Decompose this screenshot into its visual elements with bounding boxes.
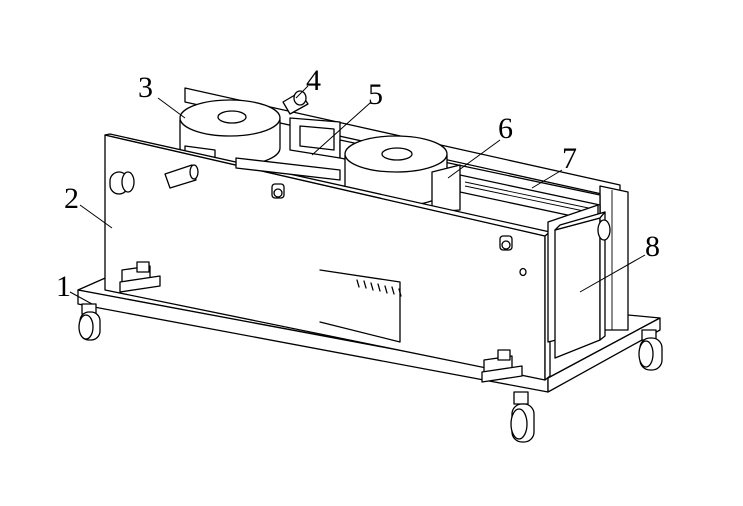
- caster-front-left: [78, 303, 101, 341]
- clamp-right: [481, 349, 523, 383]
- front-panel-2: [104, 133, 551, 381]
- screw-2: [499, 235, 513, 251]
- leader-4: [295, 85, 309, 99]
- motor-4: [282, 90, 309, 115]
- leader-8: [579, 254, 646, 293]
- label-7: 7: [562, 142, 577, 175]
- knob-front: [109, 164, 199, 195]
- leader-1: [69, 291, 93, 305]
- roll-6: [344, 135, 461, 213]
- callouts: 1 2 3 4 5 6 7 8: [56, 64, 660, 305]
- end-panel-8: [547, 204, 611, 359]
- leader-2: [79, 204, 113, 229]
- label-2: 2: [64, 182, 79, 215]
- label-1: 1: [56, 270, 71, 303]
- label-6: 6: [498, 112, 513, 145]
- leader-7: [531, 169, 563, 189]
- leader-6: [447, 139, 501, 179]
- leader-3: [157, 97, 186, 119]
- label-8: 8: [645, 230, 660, 263]
- leader-5: [311, 102, 371, 156]
- caster-back-right: [638, 329, 663, 371]
- screw-1: [271, 183, 285, 199]
- clamp-left: [119, 261, 161, 293]
- vent-marks: [356, 279, 402, 297]
- label-5: 5: [368, 78, 383, 111]
- label-4: 4: [306, 64, 321, 97]
- belt-teeth: [464, 181, 599, 215]
- label-3: 3: [138, 71, 153, 104]
- caster-front-right: [510, 391, 535, 443]
